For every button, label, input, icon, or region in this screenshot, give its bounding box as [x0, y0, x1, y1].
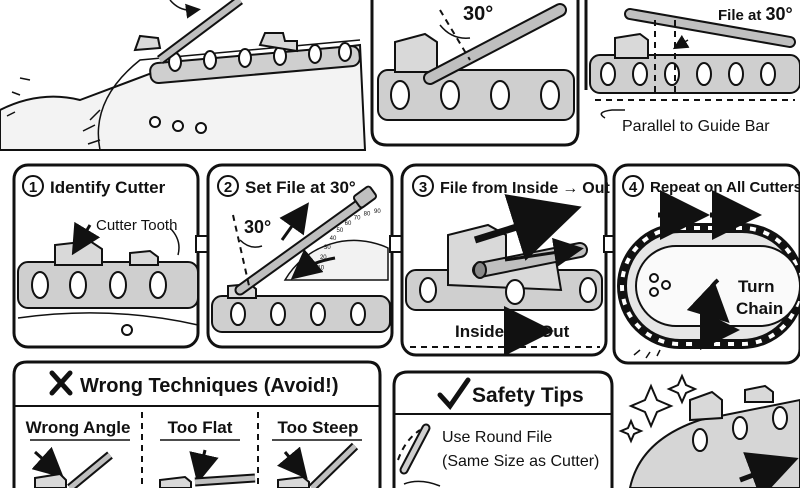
bottom-right-scene	[618, 373, 800, 488]
out-label: Out	[540, 322, 570, 341]
step-3-number: 3	[419, 179, 427, 196]
too-steep-label: Too Steep	[278, 418, 359, 437]
svg-text:File at 30°: File at 30°	[718, 4, 793, 24]
protractor-tick-label: 80	[364, 211, 371, 217]
protractor-tick-label: 90	[374, 209, 381, 215]
protractor-tick-label: 70	[354, 215, 361, 221]
cutter-tooth-label: Cutter Tooth	[96, 217, 177, 234]
protractor-tick-label: 10	[317, 265, 324, 271]
safety-tips-panel: Safety Tips Use Round File (Same Size as…	[392, 370, 614, 488]
step-2-angle-label: 30°	[244, 217, 271, 237]
step-4-panel: 4 Repeat on All Cutters Turn Chain	[612, 163, 800, 365]
step-3-title-end: Out	[582, 180, 610, 197]
too-flat-label: Too Flat	[168, 418, 233, 437]
safety-tip-1-line-1: Use Round File	[442, 429, 552, 446]
wrong-angle-label: Wrong Angle	[26, 418, 131, 437]
wrong-techniques-panel: Wrong Techniques (Avoid!) Wrong Angle To…	[12, 360, 382, 488]
protractor-tick-label: 30	[324, 245, 331, 251]
protractor-tick-label: 60	[345, 221, 352, 227]
safety-tip-1-line-2: (Same Size as Cutter)	[442, 453, 599, 470]
protractor-tick-label: 40	[330, 236, 337, 242]
step-3-title: File from Inside	[440, 180, 558, 197]
step-1-number: 1	[29, 179, 37, 196]
step-3-panel: 3 File from Inside→Out Inside Out	[400, 163, 610, 357]
file-label-angle: 30°	[766, 4, 793, 24]
step-1-title: Identify Cutter	[50, 178, 166, 197]
step-2-title: Set File at 30°	[245, 178, 356, 197]
safety-title: Safety Tips	[472, 384, 584, 407]
checkmark-icon	[437, 377, 471, 411]
top-middle-panel: 30°	[370, 0, 580, 147]
top-left-scene	[0, 0, 367, 151]
step-4-number: 4	[629, 179, 638, 196]
step-3-arrow: →	[562, 180, 578, 197]
turn-label: Turn	[738, 277, 775, 296]
round-file-icon	[397, 429, 421, 461]
file-label-prefix: File at	[718, 7, 766, 24]
step-2-number: 2	[224, 179, 232, 196]
wrong-title: Wrong Techniques (Avoid!)	[80, 375, 339, 397]
inside-label: Inside	[455, 322, 504, 341]
parallel-label: Parallel to Guide Bar	[622, 118, 770, 135]
sparkle-icon	[666, 373, 698, 405]
chain-label: Chain	[736, 299, 783, 318]
step-1-panel: 1 Identify Cutter Cutter Tooth	[12, 163, 200, 349]
svg-text:File from Inside→Out: File from Inside→Out	[440, 180, 610, 197]
x-mark-icon	[49, 370, 73, 396]
step-4-title: Repeat on All Cutters	[650, 179, 800, 196]
top-right-panel: File at 30° Parallel to Guide Bar	[584, 0, 800, 135]
sparkle-icon	[618, 418, 644, 444]
protractor-tick-label: 50	[337, 228, 344, 234]
protractor-tick-label: 20	[320, 255, 327, 261]
top-angle-label: 30°	[463, 3, 493, 25]
sparkle-icon	[628, 383, 674, 429]
